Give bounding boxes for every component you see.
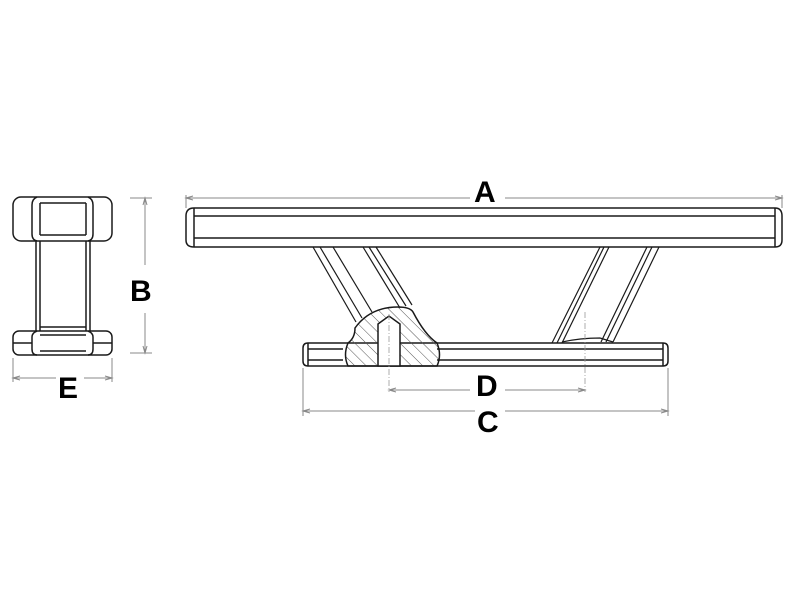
right-legs: [551, 246, 660, 344]
dimension-d: [387, 387, 587, 393]
left-legs: [312, 246, 413, 323]
end-view-web: [35, 241, 91, 331]
base-bar: [302, 342, 669, 367]
label-e: E: [58, 372, 78, 405]
label-a: A: [474, 176, 496, 209]
dimension-b: [130, 196, 152, 355]
label-d: D: [476, 370, 498, 403]
end-view-top-cap: [12, 196, 113, 242]
front-view: [185, 207, 783, 367]
dimension-e: [11, 358, 114, 382]
dimension-c: [301, 368, 670, 416]
center-lines: [388, 312, 586, 392]
dimension-a: [184, 195, 784, 208]
label-c: C: [477, 406, 499, 439]
end-view: [12, 196, 113, 356]
horn-bar: [185, 207, 783, 248]
sectioned-boss: [344, 306, 441, 367]
label-b: B: [130, 275, 152, 308]
